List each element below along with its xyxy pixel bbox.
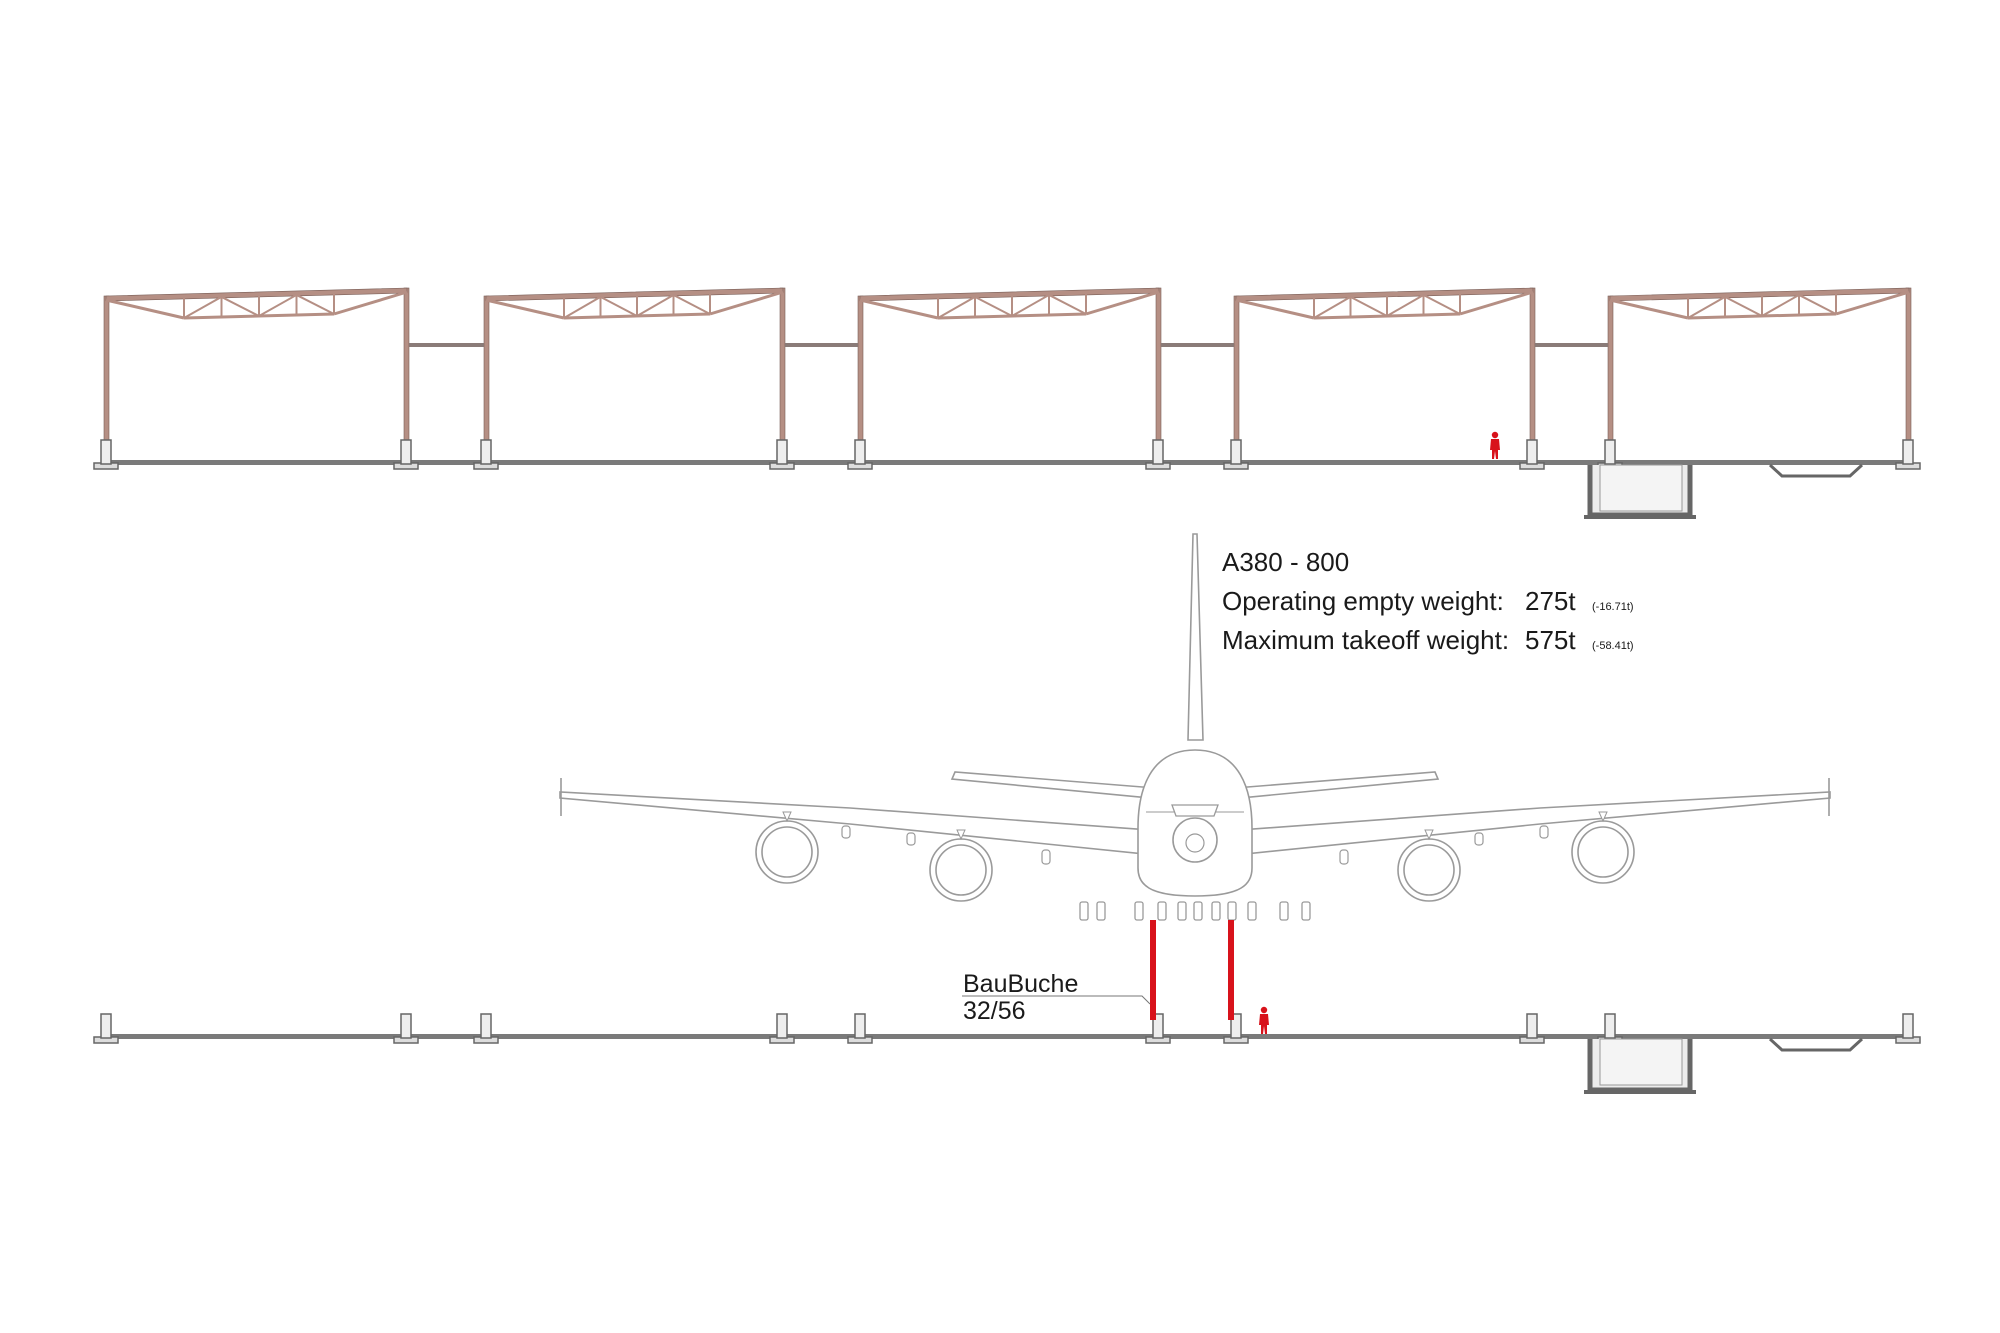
bay-connector-3 (1161, 343, 1234, 347)
max-weight-label: Maximum takeoff weight: (1222, 625, 1509, 655)
footing-6 (1145, 1013, 1171, 1044)
footing-6 (1145, 439, 1171, 470)
material-leader-line (962, 995, 1151, 1005)
bay-connector-2 (785, 343, 858, 347)
empty-weight-value: 275t (1525, 586, 1576, 616)
footing-10 (1895, 1013, 1921, 1044)
footing-1 (93, 1013, 119, 1044)
footing-5 (847, 1013, 873, 1044)
service-pit-top (1584, 464, 1696, 519)
footing-3 (473, 1013, 499, 1044)
footing-4 (769, 1013, 795, 1044)
person-figure-bottom (1259, 1006, 1269, 1034)
trench-bottom (1768, 1037, 1864, 1052)
footing-7 (1223, 1013, 1249, 1044)
footing-3 (473, 439, 499, 470)
trench-top (1768, 463, 1864, 478)
landing-gear (1079, 901, 1311, 921)
hangar-section-bottom: BauBuche 32/56 (93, 920, 1921, 1094)
floor-slab-top (102, 460, 1908, 465)
empty-weight-label: Operating empty weight: (1222, 586, 1504, 616)
footing-8 (1519, 439, 1545, 470)
aircraft-model: A380 - 800 (1222, 547, 1349, 577)
hangar-bay-3 (857, 287, 1162, 461)
footing-4 (769, 439, 795, 470)
hangar-bay-1 (103, 287, 410, 461)
footing-2 (393, 439, 419, 470)
baubuche-support-left (1150, 920, 1156, 1020)
engine-right-outer (1571, 811, 1635, 884)
material-name: BauBuche (963, 970, 1078, 998)
floor-slab-bottom (102, 1034, 1908, 1039)
bay-connector-1 (409, 343, 484, 347)
hangar-bay-5 (1607, 287, 1912, 461)
footing-5 (847, 439, 873, 470)
hangar-section-top (93, 287, 1921, 519)
empty-weight-note: (-16.71t) (1592, 601, 1634, 613)
aircraft-specs: A380 - 800 Operating empty weight: 275t … (1222, 547, 1634, 655)
tail-fin (1187, 533, 1204, 741)
material-dimension: 32/56 (963, 997, 1026, 1025)
wing-right (1239, 791, 1831, 855)
footing-10 (1895, 439, 1921, 470)
engine-right-inner (1397, 829, 1461, 902)
hangar-bay-2 (483, 287, 786, 461)
footing-1 (93, 439, 119, 470)
aircraft-front-view (559, 533, 1831, 921)
person-figure-top (1490, 431, 1500, 459)
engine-left-inner (929, 829, 993, 902)
hangar-bay-4 (1233, 287, 1536, 461)
max-weight-value: 575t (1525, 625, 1576, 655)
footing-8 (1519, 1013, 1545, 1044)
horizontal-stabilizer-left (950, 771, 1157, 799)
engine-left-outer (755, 811, 819, 884)
bay-connector-4 (1535, 343, 1608, 347)
baubuche-support-right (1228, 920, 1234, 1020)
max-weight-note: (-58.41t) (1592, 640, 1634, 652)
wing-left (559, 791, 1151, 855)
footing-2 (393, 1013, 419, 1044)
service-pit-bottom (1584, 1038, 1696, 1094)
horizontal-stabilizer-right (1233, 771, 1440, 799)
footing-7 (1223, 439, 1249, 470)
